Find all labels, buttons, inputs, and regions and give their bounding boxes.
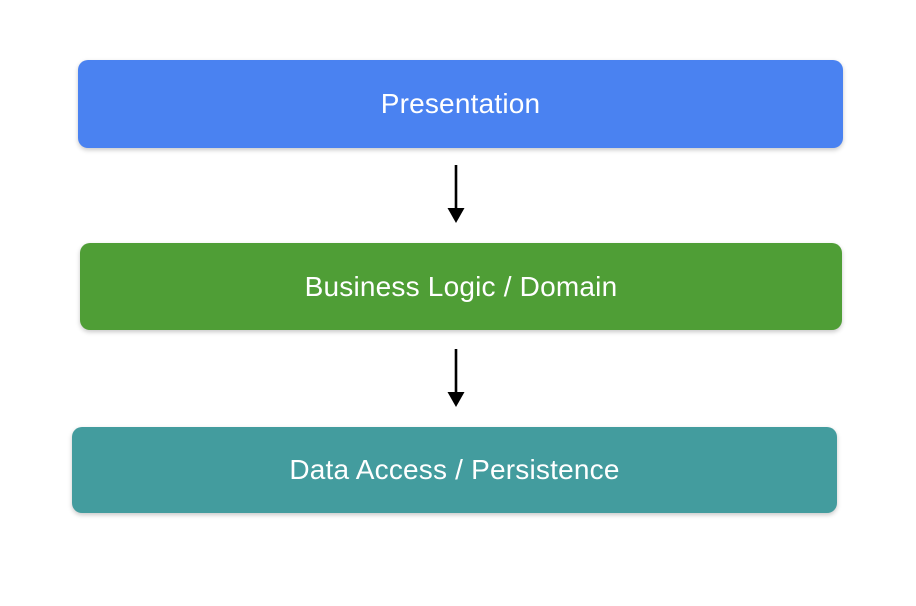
layer-label-data-access: Data Access / Persistence bbox=[289, 454, 620, 485]
layer-label-business-logic: Business Logic / Domain bbox=[304, 270, 618, 302]
down-arrow-icon bbox=[447, 165, 465, 223]
down-arrow-icon bbox=[447, 349, 465, 407]
layer-box-presentation: Presentation bbox=[78, 60, 843, 148]
layer-label-presentation: Presentation bbox=[380, 88, 541, 119]
layer-box-business-logic: Business Logic / Domain bbox=[80, 243, 842, 330]
layer-box-data-access: Data Access / Persistence bbox=[72, 427, 837, 513]
